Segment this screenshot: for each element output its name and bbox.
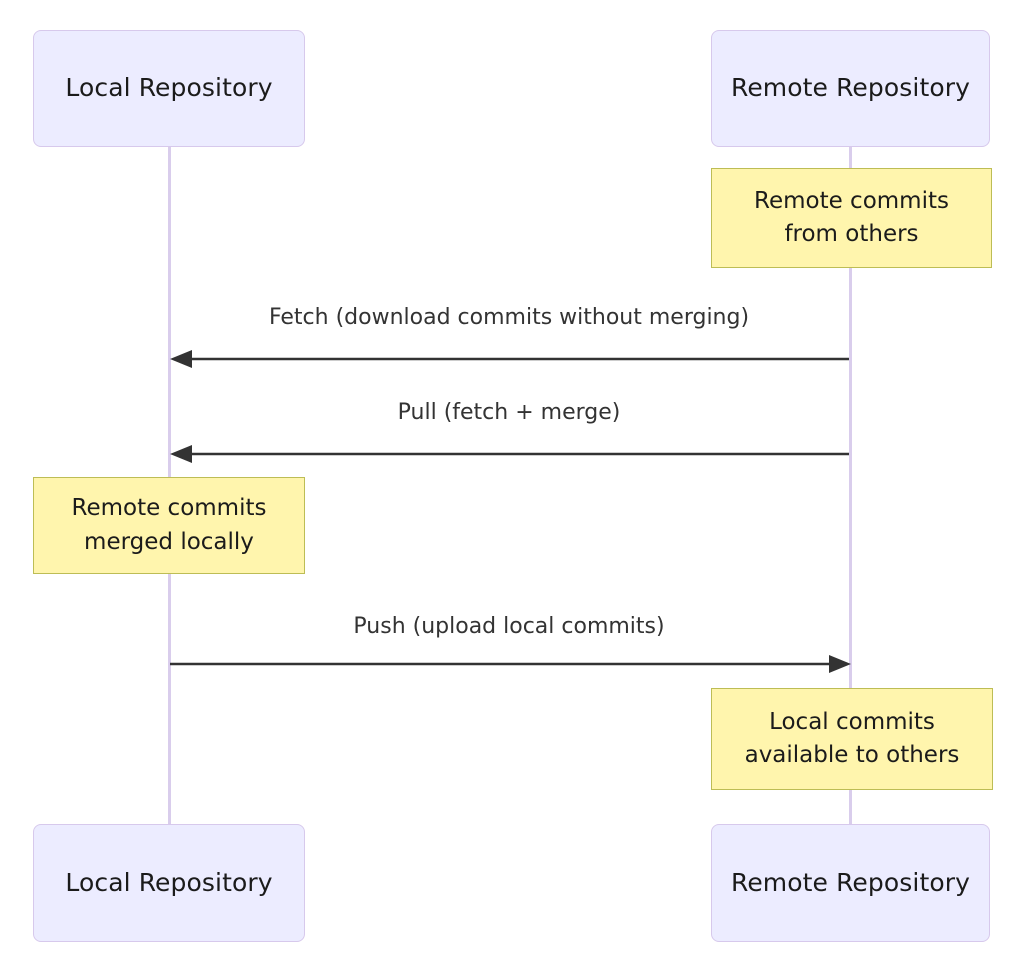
lifeline-remote — [849, 147, 852, 824]
note-remote-commits-merged-locally-label: Remote commits merged locally — [71, 495, 267, 555]
msg-pull-label: Pull (fetch + merge) — [397, 400, 621, 425]
participant-local-bottom-label: Local Repository — [65, 867, 273, 897]
participant-remote-bottom[interactable]: Remote Repository — [711, 824, 990, 942]
participant-remote-top[interactable]: Remote Repository — [711, 30, 990, 147]
msg-pull — [170, 442, 849, 466]
participant-local-top-label: Local Repository — [65, 73, 273, 103]
note-remote-commits-from-others[interactable]: Remote commits from others — [711, 168, 992, 268]
note-local-commits-available-label: Local commits available to others — [744, 708, 960, 768]
msg-fetch — [170, 347, 849, 371]
msg-fetch-arrowhead — [170, 350, 192, 368]
note-remote-commits-merged-locally[interactable]: Remote commits merged locally — [33, 477, 305, 574]
msg-pull-arrow — [170, 445, 849, 463]
participant-remote-bottom-label: Remote Repository — [730, 867, 971, 897]
msg-fetch-arrow — [170, 350, 849, 368]
msg-push — [170, 652, 851, 676]
participant-remote-top-label: Remote Repository — [730, 73, 971, 103]
msg-push-arrow — [170, 655, 851, 673]
participant-local-top[interactable]: Local Repository — [33, 30, 305, 147]
msg-push-label: Push (upload local commits) — [353, 614, 665, 639]
msg-push-arrowhead — [829, 655, 851, 673]
msg-fetch-label: Fetch (download commits without merging) — [268, 305, 750, 330]
participant-local-bottom[interactable]: Local Repository — [33, 824, 305, 942]
note-local-commits-available[interactable]: Local commits available to others — [711, 688, 993, 790]
msg-pull-arrowhead — [170, 445, 192, 463]
note-remote-commits-from-others-label: Remote commits from others — [754, 187, 949, 247]
